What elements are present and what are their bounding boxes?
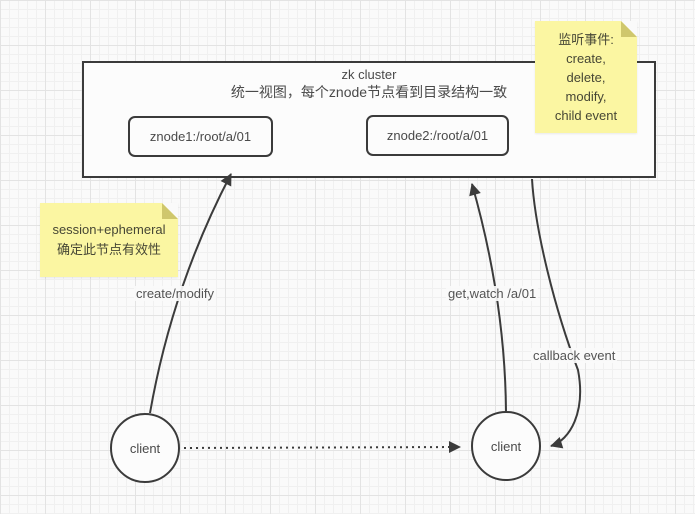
session-note: session+ephemeral 确定此节点有效性 [40, 203, 178, 277]
callback-event-label: callback event [531, 348, 618, 363]
znode2-box: znode2:/root/a/01 [366, 115, 509, 156]
client-right-label: client [490, 438, 522, 454]
cluster-subtitle: 统一视图，每个znode节点看到目录结构一致 [230, 84, 508, 100]
note-fold-icon [621, 21, 637, 37]
note-line: modify, [565, 89, 607, 104]
note-line: session+ephemeral [52, 222, 166, 237]
client-left-label: client [129, 440, 161, 456]
client-to-client-dotted-arrow [183, 441, 461, 454]
znode2-label: znode2:/root/a/01 [386, 128, 489, 143]
cluster-title: zk cluster [341, 67, 397, 82]
callback-event-arrow [531, 178, 582, 449]
znode1-label: znode1:/root/a/01 [149, 129, 252, 144]
note-line: 确定此节点有效性 [56, 242, 161, 257]
watch-events-note: 监听事件: create, delete, modify, child even… [535, 21, 637, 133]
get-watch-label: get,watch /a/01 [446, 286, 539, 301]
note-fold-icon [162, 203, 178, 219]
client-left-circle: client [110, 413, 180, 483]
note-line: 监听事件: [558, 32, 614, 47]
note-line: delete, [566, 70, 606, 85]
note-line: child event [554, 108, 618, 123]
client-right-circle: client [471, 411, 541, 481]
znode1-box: znode1:/root/a/01 [128, 116, 273, 157]
create-modify-label: create/modify [134, 286, 217, 301]
note-line: create, [566, 51, 606, 66]
